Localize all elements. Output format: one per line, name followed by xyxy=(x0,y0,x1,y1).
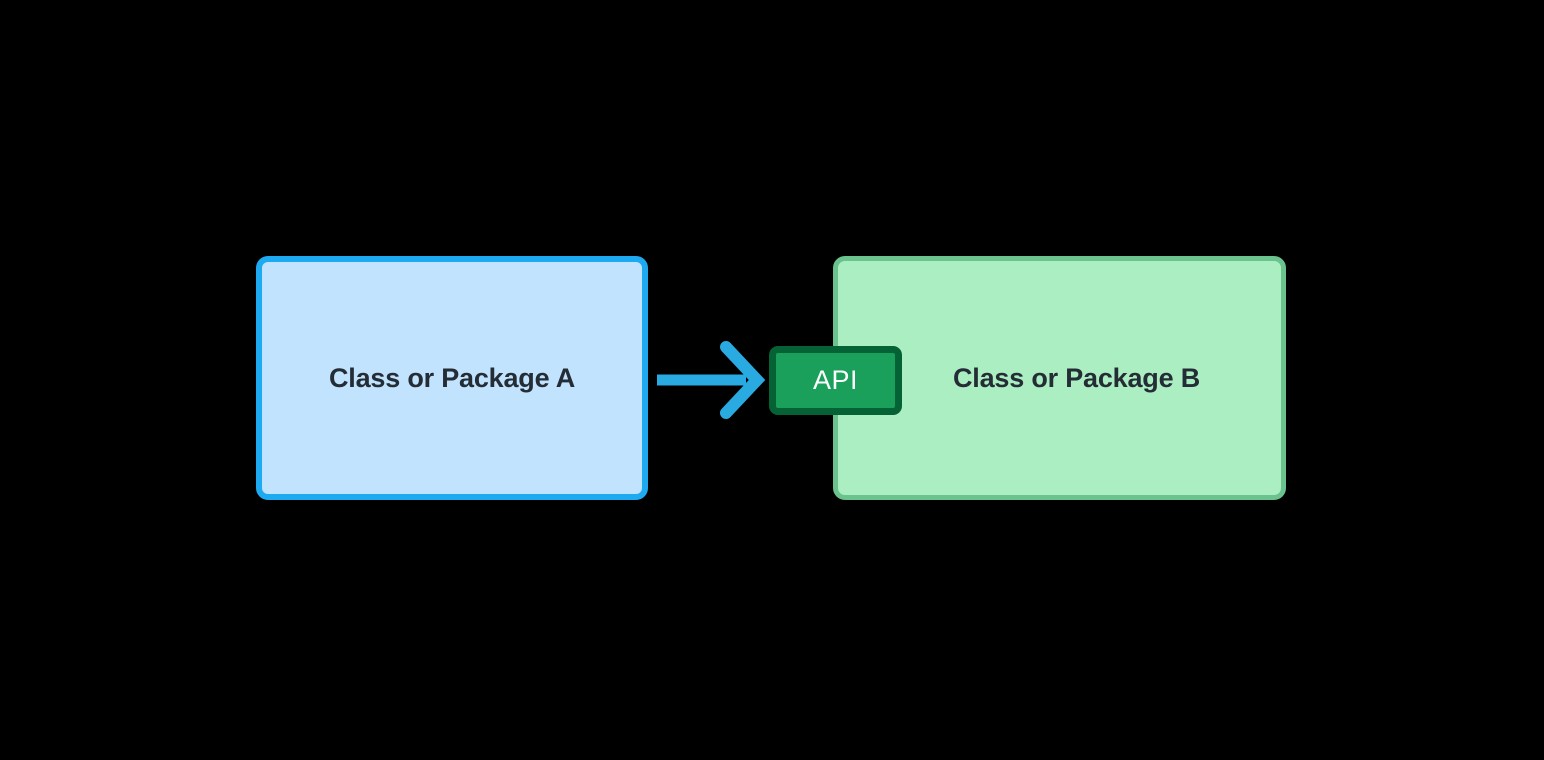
arrowhead-chevron-icon xyxy=(720,341,766,419)
api-badge[interactable]: API xyxy=(769,346,902,415)
node-class-or-package-a[interactable]: Class or Package A xyxy=(256,256,648,500)
node-b-label: Class or Package B xyxy=(952,362,1201,393)
api-badge-label: API xyxy=(812,365,859,395)
node-a-label: Class or Package A xyxy=(328,362,576,393)
dependency-arrow xyxy=(657,341,766,419)
